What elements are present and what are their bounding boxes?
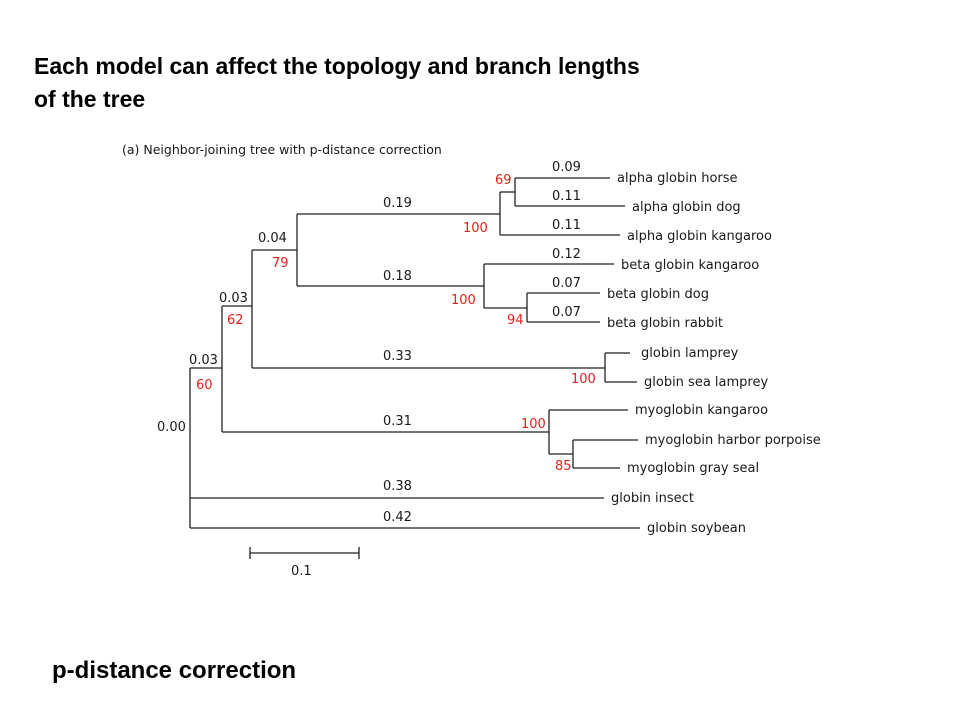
bootstrap-100-myo: 100 bbox=[521, 417, 546, 432]
leaf-beta-globin-dog: beta globin dog bbox=[607, 287, 709, 302]
leaf-alpha-globin-horse: alpha globin horse bbox=[617, 171, 738, 186]
bootstrap-85: 85 bbox=[555, 459, 572, 474]
tree-title: (a) Neighbor-joining tree with p-distanc… bbox=[122, 142, 442, 157]
branch-length-lamprey-clade: 0.33 bbox=[383, 349, 412, 364]
leaf-alpha-globin-dog: alpha globin dog bbox=[632, 200, 741, 215]
branch-length-alpha-horse: 0.09 bbox=[552, 160, 581, 175]
branch-length-soybean: 0.42 bbox=[383, 510, 412, 525]
tree-edges bbox=[189, 177, 640, 529]
bootstrap-100-lamprey: 100 bbox=[571, 372, 596, 387]
leaf-myoglobin-harbor-porpoise: myoglobin harbor porpoise bbox=[645, 433, 821, 448]
leaf-beta-globin-rabbit: beta globin rabbit bbox=[607, 316, 723, 331]
leaf-labels: alpha globin horse alpha globin dog alph… bbox=[607, 171, 821, 536]
scale-bar: 0.1 bbox=[249, 547, 360, 579]
slide-heading-line-2: of the tree bbox=[34, 86, 146, 112]
branch-length-n62: 0.03 bbox=[219, 291, 248, 306]
bootstrap-62: 62 bbox=[227, 313, 244, 328]
branch-length-beta-clade: 0.18 bbox=[383, 269, 412, 284]
branch-length-alpha-kangaroo: 0.11 bbox=[552, 218, 581, 233]
bootstrap-79: 79 bbox=[272, 256, 289, 271]
leaf-myoglobin-gray-seal: myoglobin gray seal bbox=[627, 461, 759, 476]
scale-bar-label: 0.1 bbox=[291, 564, 312, 579]
leaf-globin-lamprey: globin lamprey bbox=[641, 346, 739, 361]
bootstrap-100-beta: 100 bbox=[451, 293, 476, 308]
bootstrap-69: 69 bbox=[495, 173, 512, 188]
branch-length-myo-clade: 0.31 bbox=[383, 414, 412, 429]
leaf-alpha-globin-kangaroo: alpha globin kangaroo bbox=[627, 229, 772, 244]
leaf-globin-sea-lamprey: globin sea lamprey bbox=[644, 375, 768, 390]
leaf-globin-insect: globin insect bbox=[611, 491, 694, 506]
slide-heading-line-1: Each model can affect the topology and b… bbox=[34, 53, 640, 79]
bootstrap-labels: 69 100 79 100 94 62 100 60 100 85 bbox=[196, 173, 596, 474]
branch-length-n79: 0.04 bbox=[258, 231, 287, 246]
leaf-myoglobin-kangaroo: myoglobin kangaroo bbox=[635, 403, 768, 418]
branch-length-n60: 0.03 bbox=[189, 353, 218, 368]
leaf-globin-soybean: globin soybean bbox=[647, 521, 746, 536]
branch-length-beta-dog: 0.07 bbox=[552, 276, 581, 291]
branch-length-alpha-dog: 0.11 bbox=[552, 189, 581, 204]
slide-footer: p-distance correction bbox=[52, 657, 297, 684]
branch-length-labels: 0.00 0.03 0.03 0.04 0.19 0.18 0.33 0.31 … bbox=[157, 160, 581, 525]
bootstrap-60: 60 bbox=[196, 378, 213, 393]
bootstrap-100-alpha: 100 bbox=[463, 221, 488, 236]
branch-length-beta-kangaroo: 0.12 bbox=[552, 247, 581, 262]
branch-length-root: 0.00 bbox=[157, 420, 186, 435]
branch-length-insect: 0.38 bbox=[383, 479, 412, 494]
bootstrap-94: 94 bbox=[507, 313, 524, 328]
branch-length-beta-rabbit: 0.07 bbox=[552, 305, 581, 320]
leaf-beta-globin-kangaroo: beta globin kangaroo bbox=[621, 258, 759, 273]
slide-heading: Each model can affect the topology and b… bbox=[34, 50, 914, 116]
branch-length-alpha-clade: 0.19 bbox=[383, 196, 412, 211]
